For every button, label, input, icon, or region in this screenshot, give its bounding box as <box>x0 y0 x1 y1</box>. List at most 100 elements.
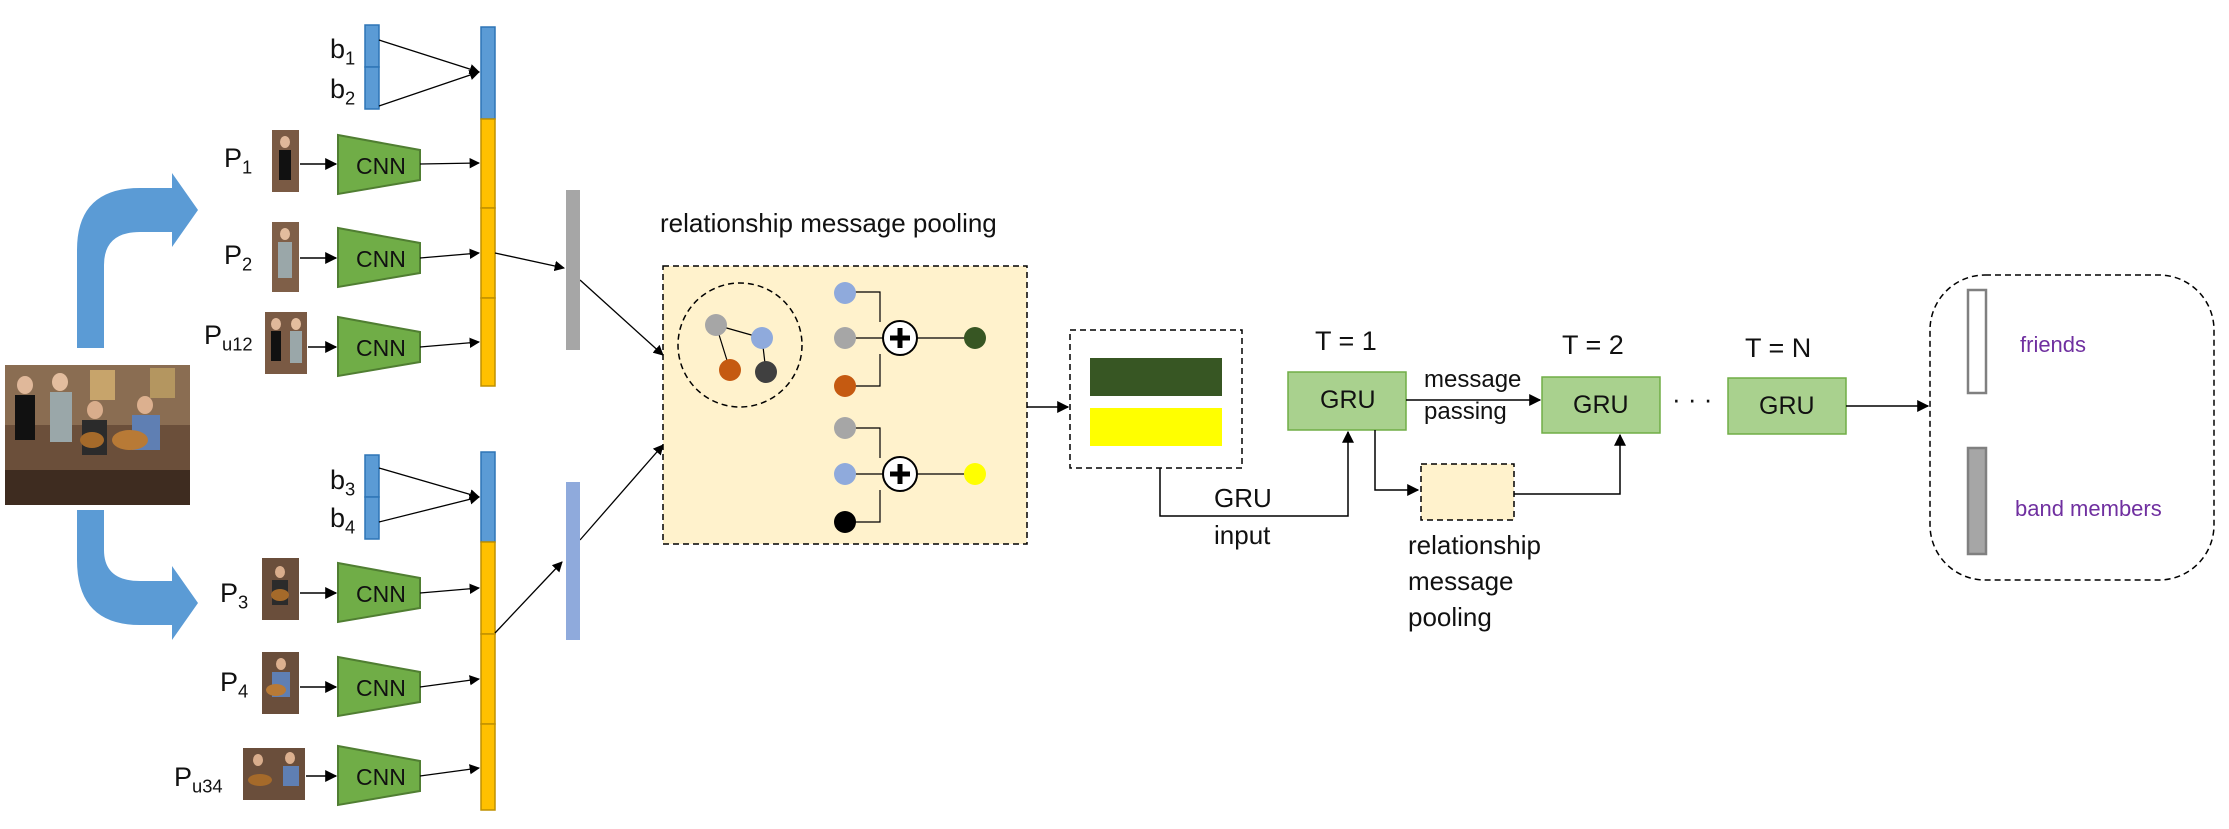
agg-edge <box>846 291 881 322</box>
time-step-t2: T = 2 <box>1562 330 1624 360</box>
msg-node-gray-2 <box>834 417 856 439</box>
person-crop-p4 <box>262 652 299 714</box>
gru-input-vector-yellow <box>1090 408 1222 446</box>
graph-neighborhood-circle <box>677 282 803 408</box>
arrow-cnn-pu34-to-feature <box>419 764 481 777</box>
input-scene-image <box>5 365 190 505</box>
output-bar-friends <box>1966 288 1988 395</box>
output-bar-band-members <box>1966 446 1988 556</box>
label-pu34: Pu34 <box>174 762 223 797</box>
label-pu12: Pu12 <box>204 320 253 355</box>
person-crop-p1 <box>272 130 299 192</box>
gru-input-label-1: GRU <box>1214 483 1272 513</box>
gru-input-label-2: input <box>1214 520 1271 550</box>
feature-column-top-p1 <box>480 118 496 209</box>
person-crop-pu12 <box>265 312 307 374</box>
pooling-title: relationship message pooling <box>660 208 997 238</box>
cnn-block-p3 <box>337 561 421 624</box>
label-p2: P2 <box>224 240 253 275</box>
arrow-pair-bottom-to-pooling <box>579 444 664 541</box>
ellipsis: · · · <box>1672 384 1713 414</box>
person-crop-p2 <box>272 222 299 292</box>
msg-node-orange <box>834 375 856 397</box>
label-b3: b3 <box>330 465 356 500</box>
bbox-feature-b1 <box>364 24 380 68</box>
cnn-label-pu12: CNN <box>356 335 406 361</box>
arrow-gru1-to-pooling <box>1374 430 1420 496</box>
result-node-yellow <box>964 463 986 485</box>
gru-label-t1: GRU <box>1320 386 1376 414</box>
label-b1: b1 <box>330 34 356 69</box>
gru-label-tn: GRU <box>1759 392 1815 420</box>
arrow-pooling-to-gru2 <box>1514 433 1626 495</box>
msg-node-black <box>834 511 856 533</box>
gru-input-box <box>1069 329 1243 469</box>
arrow-b4-to-feature <box>378 494 481 523</box>
msg-node-gray <box>834 327 856 349</box>
graph-node-blue <box>751 327 773 349</box>
agg-edge <box>846 490 881 523</box>
gru-cell-t1 <box>1287 371 1407 431</box>
pooling-box <box>662 265 1028 545</box>
label-p3: P3 <box>220 578 249 613</box>
pooling-label-small-3: pooling <box>1408 602 1492 632</box>
pair-feature-top <box>566 190 580 350</box>
arrow-cnn-p4-to-feature <box>419 675 481 688</box>
msg-node-blue <box>834 282 856 304</box>
cnn-label-pu34: CNN <box>356 764 406 790</box>
arrow-b1-to-feature <box>378 39 480 75</box>
label-p1: P1 <box>224 143 253 178</box>
output-label-friends: friends <box>2020 332 2087 357</box>
bbox-feature-b4 <box>364 496 380 540</box>
plus-icon <box>890 464 910 484</box>
cnn-label-p4: CNN <box>356 675 406 701</box>
arrow-cnn-p1-to-feature <box>419 157 481 169</box>
arrow-b3-to-feature <box>378 467 480 500</box>
feature-column-top-pu12 <box>480 297 496 387</box>
feature-column-bottom-pu34 <box>480 723 496 811</box>
message-passing-label-1: message <box>1424 366 1522 393</box>
label-b2: b2 <box>330 74 356 109</box>
feature-column-top-box <box>480 26 496 120</box>
graph-node-gray <box>705 314 727 336</box>
output-box <box>1929 274 2215 581</box>
feature-column-bottom-p4 <box>480 633 496 725</box>
gru-label-t2: GRU <box>1573 391 1629 419</box>
cnn-block-pu12 <box>337 315 421 378</box>
cnn-label-p3: CNN <box>356 581 406 607</box>
msg-node-blue-2 <box>834 463 856 485</box>
cnn-block-p1 <box>337 133 421 196</box>
bbox-feature-b2 <box>364 66 380 110</box>
pooling-label-small-1: relationship <box>1408 530 1541 560</box>
label-p4: P4 <box>220 667 249 702</box>
pooling-box-small <box>1420 463 1515 521</box>
result-node-darkgreen <box>964 327 986 349</box>
pair-feature-bottom <box>566 482 580 640</box>
pooling-label-small-2: message <box>1408 566 1514 596</box>
arrow-pair-top-to-pooling <box>579 279 664 356</box>
split-arrow-up <box>77 173 198 348</box>
label-b4: b4 <box>330 503 356 538</box>
graph-node-orange <box>719 359 741 381</box>
arrow-gru-input-to-gru1 <box>1159 430 1354 517</box>
arrow-cnn-pu12-to-feature <box>419 337 481 348</box>
cnn-block-pu34 <box>337 744 421 807</box>
agg-edge <box>846 427 881 458</box>
bbox-feature-b3 <box>364 454 380 498</box>
gru-input-vector-darkgreen <box>1090 358 1222 396</box>
feature-column-bottom-box <box>480 451 496 543</box>
gru-cell-t2 <box>1541 376 1661 434</box>
cnn-label-p1: CNN <box>356 153 406 179</box>
arrow-b2-to-feature <box>378 70 480 107</box>
agg-edge <box>846 354 881 387</box>
split-arrow-down <box>77 510 198 640</box>
cnn-block-p2 <box>337 226 421 289</box>
arrow-features-to-pair-top <box>494 252 566 272</box>
time-step-t1: T = 1 <box>1315 326 1377 356</box>
person-crop-pu34 <box>243 748 305 800</box>
person-crop-p3 <box>262 558 299 620</box>
time-step-tn: T = N <box>1745 333 1812 363</box>
output-label-band-members: band members <box>2015 496 2162 521</box>
arrow-features-to-pair-bottom <box>494 561 563 634</box>
